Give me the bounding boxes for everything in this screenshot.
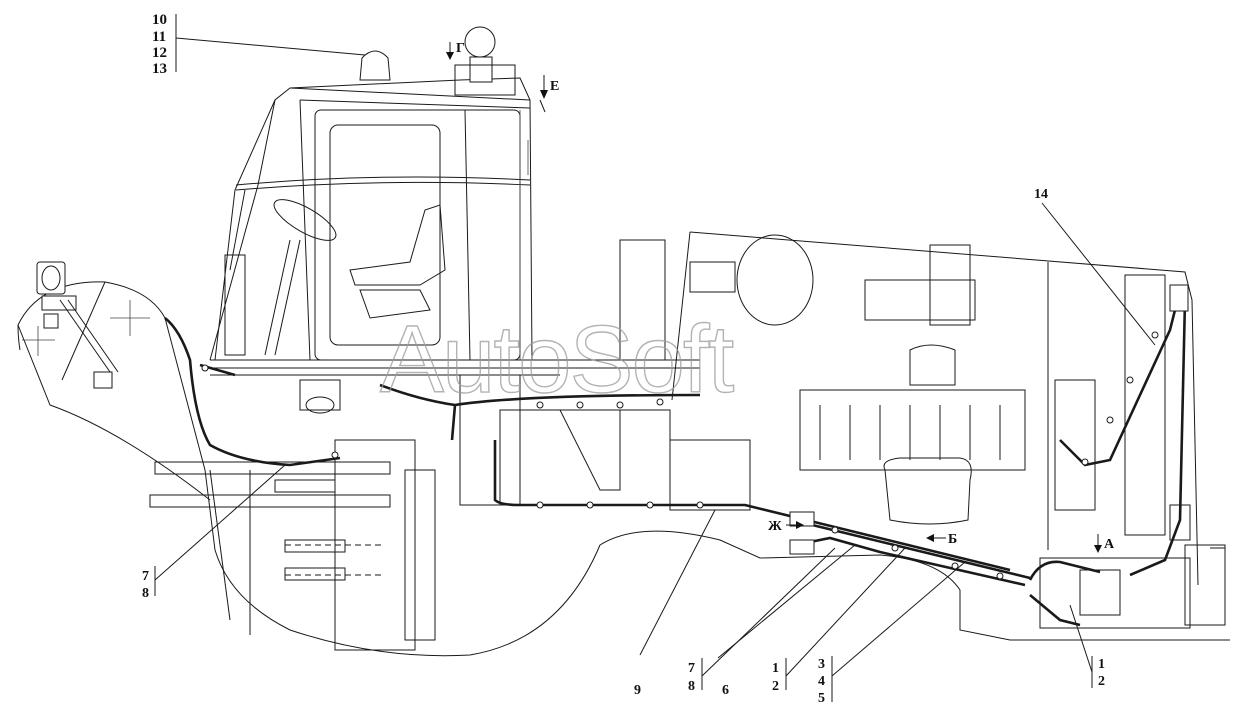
frame xyxy=(149,359,751,651)
watermark-text: AutoSoft xyxy=(380,306,734,413)
view-label-g: Г xyxy=(456,41,465,56)
callout-5: 5 xyxy=(818,691,825,706)
view-label-b: Б xyxy=(948,532,957,547)
view-label-e: Е xyxy=(550,79,559,94)
leader-lines xyxy=(154,14,1156,702)
callout-3: 3 xyxy=(818,657,825,672)
callout-9: 9 xyxy=(634,683,641,698)
engine-hood xyxy=(619,231,1226,629)
callout-14: 14 xyxy=(1034,187,1048,202)
harness-right-vertical xyxy=(1028,284,1189,627)
callout-7-left: 7 xyxy=(142,569,149,584)
callout-2-right: 2 xyxy=(1098,674,1105,689)
front-headlight xyxy=(36,261,119,389)
callout-12: 12 xyxy=(152,45,167,61)
callout-2-mid: 2 xyxy=(772,679,779,694)
callout-8-bottom: 8 xyxy=(688,679,695,694)
harness-cab-front xyxy=(164,316,341,467)
blade xyxy=(17,281,1230,657)
callout-11: 11 xyxy=(152,29,166,45)
view-label-zh: Ж xyxy=(768,519,782,534)
callout-7-bottom: 7 xyxy=(688,661,695,676)
view-label-a: А xyxy=(1104,537,1115,552)
callout-13: 13 xyxy=(152,61,167,77)
callout-4: 4 xyxy=(818,674,825,689)
callout-10: 10 xyxy=(152,12,167,28)
callout-6: 6 xyxy=(722,683,729,698)
callout-1-right: 1 xyxy=(1098,657,1105,672)
callout-1-mid: 1 xyxy=(772,661,779,676)
view-markers xyxy=(446,42,1102,553)
harness-main-frame xyxy=(379,383,1011,572)
callout-8-left: 8 xyxy=(142,586,149,601)
